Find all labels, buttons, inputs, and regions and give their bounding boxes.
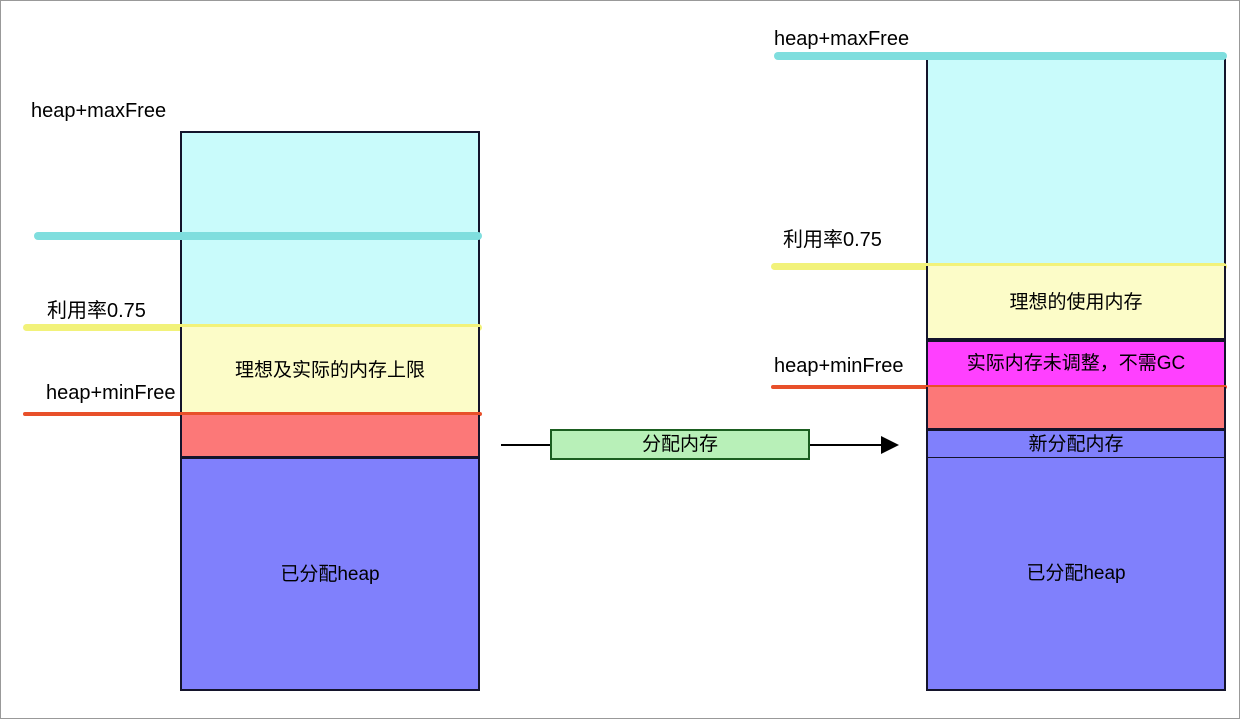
left-label-heap-max-free: heap+maxFree (31, 100, 167, 122)
right-block-min-free-buffer (926, 387, 1226, 430)
right-label-heap-max-free: heap+maxFree (774, 28, 910, 50)
transition-arrow-label-box: 分配内存 (550, 429, 810, 460)
right-label-utilization: 利用率0.75 (783, 229, 882, 251)
transition-arrow-head (881, 436, 899, 454)
right-block-ideal-memory: 理想的使用内存 (926, 266, 1226, 340)
right-block-free-headroom (926, 56, 1226, 266)
right-label-heap-min-free: heap+minFree (774, 355, 904, 377)
left-block-allocated-heap: 已分配heap (180, 457, 480, 691)
left-label-heap-min-free: heap+minFree (46, 382, 176, 404)
right-block-newly-allocated: 新分配内存 (926, 429, 1226, 459)
left-block-free-headroom (180, 131, 480, 327)
left-block-ideal-actual-limit: 理想及实际的内存上限 (180, 327, 480, 415)
left-guideline-heap-max-free (34, 232, 482, 240)
right-block-allocated-heap: 已分配heap (926, 458, 1226, 691)
left-block-min-free-buffer (180, 415, 480, 458)
left-guideline-heap-min-free (23, 412, 482, 416)
right-guideline-heap-max-free (774, 52, 1227, 60)
left-label-utilization: 利用率0.75 (47, 300, 146, 322)
right-block-no-gc-needed: 实际内存未调整，不需GC (926, 340, 1226, 387)
